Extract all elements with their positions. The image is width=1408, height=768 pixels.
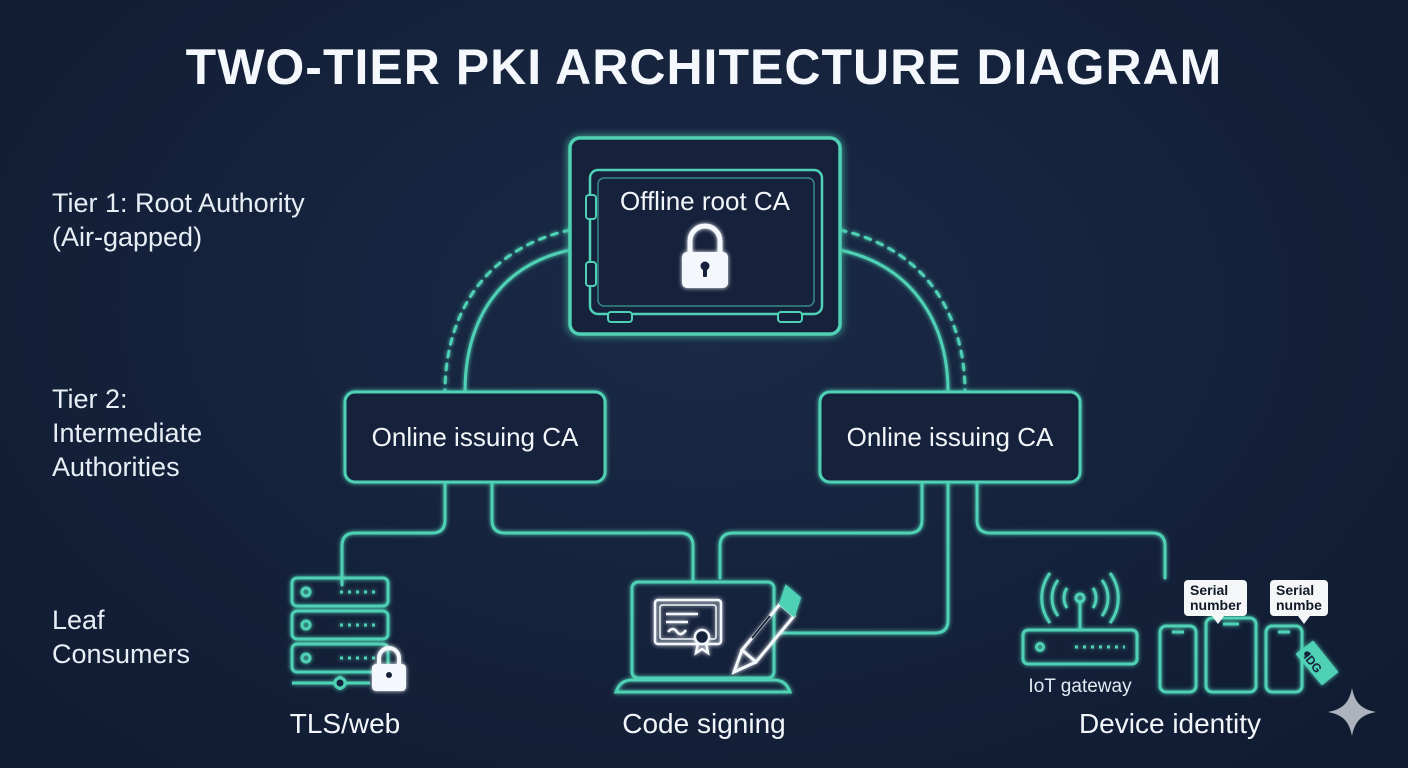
issuing-ca-label-right: Online issuing CA — [846, 422, 1054, 452]
issuing-ca-box-right — [818, 390, 1082, 484]
sparkle-icon — [1328, 688, 1376, 736]
certificate-icon — [653, 598, 723, 656]
serial-bubble-1-line-1: Serial — [1190, 582, 1229, 598]
server-padlock-icon — [372, 646, 406, 691]
laptop-icon — [613, 580, 793, 694]
iot-gateway-label: IoT gateway — [1028, 676, 1132, 697]
root-ca-label: Offline root CA — [619, 186, 791, 216]
server-rack-icon — [290, 576, 390, 690]
device-identity-label: Device identity — [1078, 708, 1262, 739]
connector-left-to-code — [490, 480, 695, 582]
connector-root-right-solid — [838, 248, 950, 394]
connector-right-to-code — [718, 480, 924, 580]
leaf-tier-label: Leaf Consumers — [52, 605, 191, 669]
devices-icon — [1158, 616, 1304, 694]
pen-icon — [731, 584, 802, 675]
connector-right-to-devices — [975, 480, 1167, 580]
connector-left-to-tls — [340, 480, 447, 587]
tls-web-label: TLS/web — [289, 708, 401, 739]
id-tag-icon — [1295, 640, 1339, 686]
serial-number-bubble-2: Serial numbe — [1270, 580, 1328, 624]
connector-root-right-dashed — [838, 228, 967, 394]
serial-number-bubble-1: Serial number — [1184, 580, 1248, 624]
root-ca-vault — [568, 136, 842, 336]
code-signing-label: Code signing — [622, 708, 786, 739]
connector-root-left-dashed — [443, 228, 572, 394]
padlock-icon — [682, 223, 728, 288]
connector-root-left-solid — [463, 248, 572, 394]
tier-2-label: Tier 2: Intermediate Authorities — [52, 384, 203, 482]
serial-bubble-2-line-2: numbe — [1276, 597, 1322, 613]
issuing-ca-label-left: Online issuing CA — [371, 422, 579, 452]
serial-bubble-1-line-2: number — [1190, 597, 1242, 613]
connector-right-to-code-bottom — [778, 480, 950, 635]
tier-1-label: Tier 1: Root Authority (Air-gapped) — [52, 188, 305, 252]
issuing-ca-box-left — [343, 390, 607, 484]
serial-bubble-2-line-1: Serial — [1276, 582, 1315, 598]
iot-gateway-icon — [1021, 572, 1139, 666]
diagram-title: TWO-TIER PKI ARCHITECTURE DIAGRAM — [185, 39, 1223, 95]
